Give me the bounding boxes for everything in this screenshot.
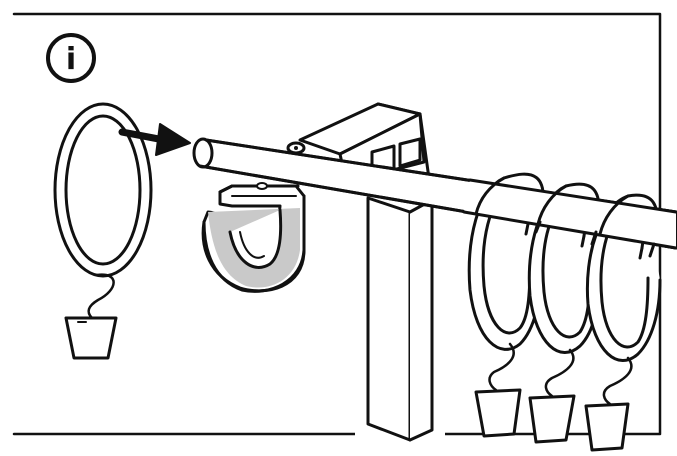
- info-symbol: i: [66, 42, 76, 77]
- curtain-ring-icon: [53, 102, 153, 320]
- curtain-clip-icon: [584, 356, 633, 452]
- curtain-clip-icon: [64, 316, 118, 360]
- rod-support-hook: [201, 182, 306, 293]
- curtain-clip-icon: [474, 342, 522, 438]
- arrow-right-icon: [118, 123, 191, 156]
- curtain-clip-icon: [528, 348, 576, 444]
- info-icon: i: [46, 33, 96, 83]
